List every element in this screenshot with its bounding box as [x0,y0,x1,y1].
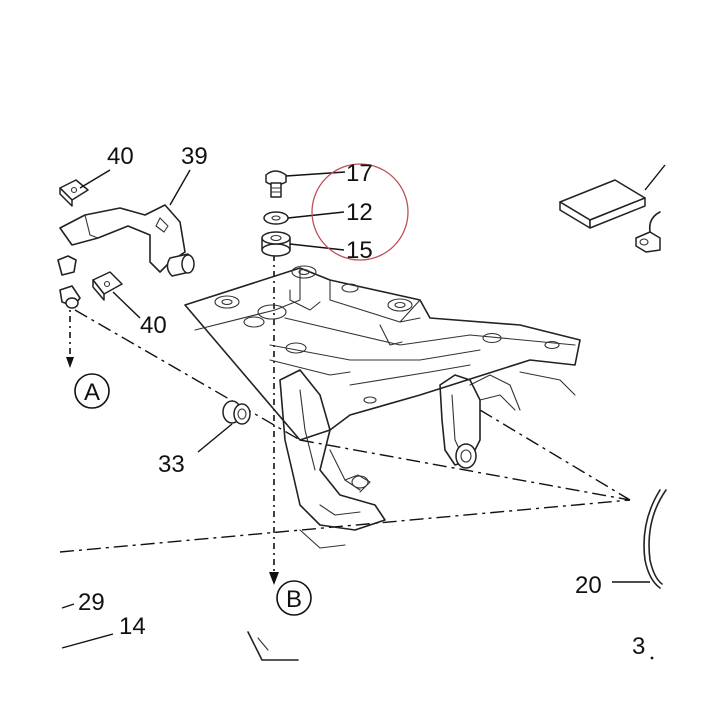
callout-39: 39 [181,143,208,170]
bolt-17 [265,170,287,198]
bushing-33 [222,400,251,425]
construction-lines [59,255,631,585]
clip-nut-40-lower [92,271,123,301]
callout-12: 12 [346,199,373,226]
frame-crossmember [184,265,581,549]
callout-15: 15 [346,237,373,264]
callout-40-upper: 40 [107,143,134,170]
clip-component-right [635,211,661,253]
callout-40-lower: 40 [140,312,167,339]
highlight-circle [311,163,409,261]
bottom-fragments [61,603,299,661]
clip-nut-40-upper [59,179,89,207]
callout-3-dot [650,656,654,660]
callout-33: 33 [158,451,185,478]
washer-12 [263,211,289,225]
callout-17: 17 [346,160,373,187]
pad-component [559,164,666,229]
callout-20: 20 [575,572,602,599]
ref-circle-b: B [276,580,312,616]
leader-lines [79,169,346,453]
callout-3: 3 [632,633,645,660]
callout-14: 14 [119,613,146,640]
ref-circle-a: A [74,373,110,409]
bracket-39 [57,204,195,309]
ref-letter-b: B [286,586,302,613]
grommet-15 [261,231,291,257]
hose-20 [612,489,667,589]
ref-letter-a: A [84,379,100,406]
callout-29: 29 [78,589,105,616]
